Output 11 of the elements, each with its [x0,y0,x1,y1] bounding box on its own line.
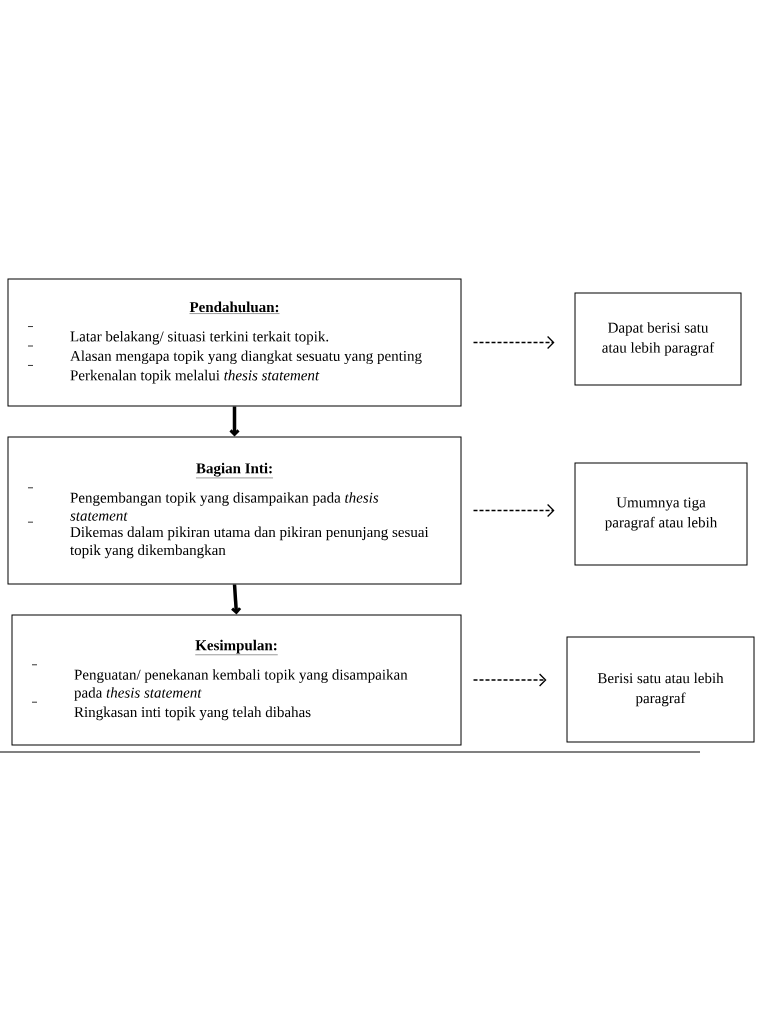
note-box: Berisi satu atau lebih paragraf [566,636,755,743]
section-box: Kesimpulan: Penguatan/ penekanan kembali topik yang disampaikan pada thesis statement Ringkasan inti topik yang telah dibahas [11,614,462,746]
section-box: Pendahuluan: Latar belakang/ situasi terkini terkait topik. Alasan mengapa topik yang diangkat sesuatu yang penting Perkenalan topik melalui thesis statement [7,278,462,407]
arrow [472,503,555,518]
note-box: Dapat berisi satu atau lebih paragraf [574,292,742,386]
note-box: Umumnya tiga paragraf atau lebih [574,462,748,566]
arrow [472,673,547,687]
arrow [229,406,240,437]
section-box: Bagian Inti: Pengembangan topik yang disampaikan pada thesis statement Dikemas dalam pikiran utama dan pikiran penunjang sesuai topik yang dikembangkan [7,436,462,585]
arrow [231,584,242,615]
arrow [472,335,555,350]
